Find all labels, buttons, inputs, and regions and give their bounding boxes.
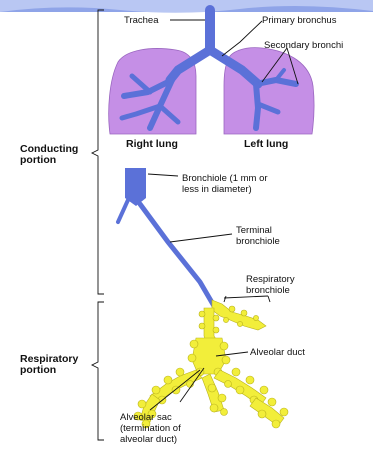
conducting-portion-label: Conducting portion	[20, 143, 81, 166]
respiratory-bronchiole-label: Respiratory bronchiole	[246, 274, 297, 296]
alveoli-cluster	[134, 300, 288, 428]
conducting-bracket	[92, 10, 104, 294]
primary-bronchus-label: Primary bronchus	[262, 15, 337, 26]
trachea-label: Trachea	[124, 15, 159, 26]
secondary-bronchi-label: Secondary bronchi	[264, 40, 343, 51]
terminal-bronchiole-label: Terminal bronchiole	[236, 225, 280, 247]
header-band	[0, 0, 373, 13]
respiratory-bracket	[92, 302, 104, 440]
respiratory-portion-label: Respiratory portion	[20, 353, 81, 376]
right-lung-label: Right lung	[126, 138, 178, 150]
alveolar-sac-label: Alveolar sac (termination of alveolar du…	[120, 412, 183, 445]
bronchiole-label: Bronchiole (1 mm or less in diameter)	[182, 173, 270, 195]
left-lung-label: Left lung	[244, 138, 288, 150]
alveolar-duct-label: Alveolar duct	[250, 347, 305, 358]
left-lung-shape	[224, 48, 314, 134]
